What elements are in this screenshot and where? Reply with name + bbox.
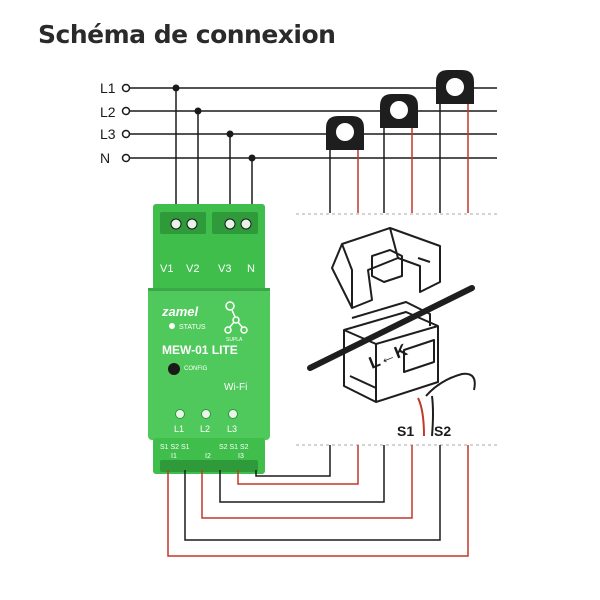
screw-terminal-icon (186, 218, 198, 230)
ct-wiring-bottom (167, 445, 469, 557)
clamp-illustration (331, 227, 441, 403)
input-v1-label: V1 (160, 263, 173, 275)
terminal-l1-icon (121, 83, 131, 93)
mew-01-lite-device: V1 V2 V3 N zamel STATUS SUPLA MEW-01 LIT… (148, 204, 270, 474)
screw-terminal-icon (240, 218, 252, 230)
screw-terminal-icon (170, 218, 182, 230)
led-l2-icon (201, 409, 211, 419)
ct-leads-top (329, 104, 469, 213)
led-l1-icon (175, 409, 185, 419)
model-name: MEW-01 LITE (162, 343, 238, 357)
cable-through-clamp (307, 285, 475, 371)
terminal-n-icon (121, 153, 131, 163)
ct-input-label-left: S1 S2 S1 (160, 444, 190, 451)
ct-group-i2: I2 (205, 453, 211, 460)
ct-clamp-l2 (380, 94, 418, 128)
input-v2-label: V2 (186, 263, 199, 275)
led-l2-label: L2 (200, 424, 210, 434)
supla-logo-icon (224, 301, 248, 334)
led-l3-icon (228, 409, 238, 419)
clamp-leads (417, 372, 476, 437)
led-l3-label: L3 (227, 424, 237, 434)
config-label: CONFIG (184, 366, 208, 372)
ct-group-i3: I3 (238, 453, 244, 460)
line-label-n: N (100, 150, 110, 166)
line-label-l1: L1 (100, 80, 116, 96)
status-led-icon (169, 323, 175, 329)
config-button[interactable] (168, 363, 180, 375)
line-label-l3: L3 (100, 126, 116, 142)
brand-logo: zamel (161, 304, 199, 319)
power-lines: L1 L2 L3 N (100, 80, 497, 214)
diagram-title: Schéma de connexion (38, 20, 336, 49)
clamp-s2-label: S2 (434, 423, 451, 439)
ct-clamp-l1 (436, 70, 474, 104)
detail-boundary (296, 213, 500, 446)
clamp-s1-label: S1 (397, 423, 414, 439)
led-l1-label: L1 (174, 424, 184, 434)
screw-terminal-icon (224, 218, 236, 230)
supla-label: SUPLA (226, 337, 243, 343)
status-label: STATUS (179, 324, 206, 331)
line-label-l2: L2 (100, 104, 116, 120)
terminal-l3-icon (121, 129, 131, 139)
ct-clamp-l3 (326, 116, 364, 150)
ct-input-label-right: S2 S1 S2 (219, 444, 249, 451)
input-n-label: N (247, 263, 255, 275)
wifi-label: Wi-Fi (224, 382, 247, 393)
terminal-l2-icon (121, 106, 131, 116)
ct-group-i1: I1 (171, 453, 177, 460)
input-v3-label: V3 (218, 263, 231, 275)
